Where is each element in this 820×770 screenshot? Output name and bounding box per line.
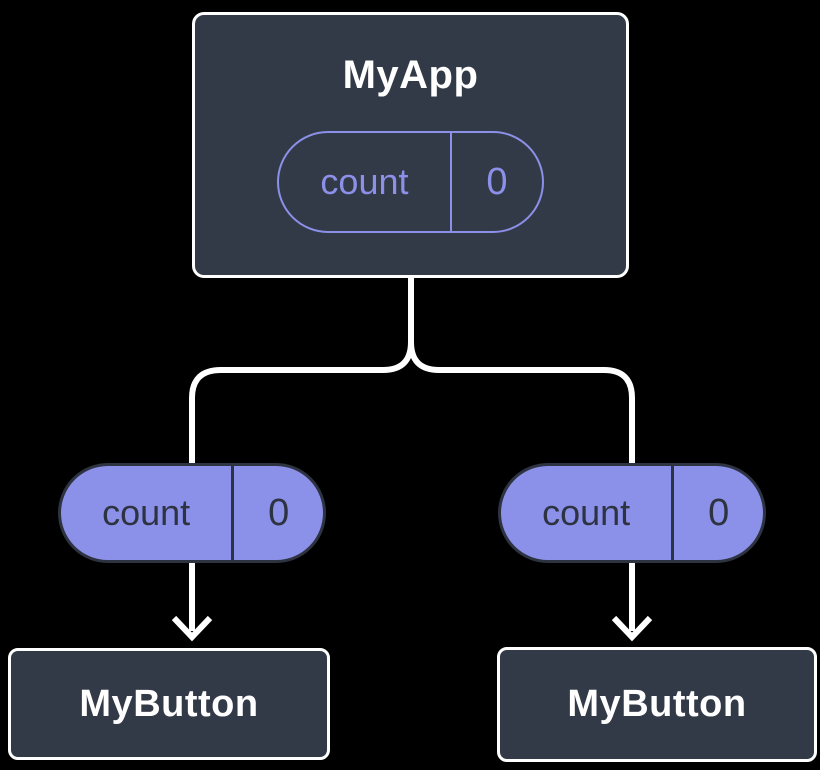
arrow-right-head-icon (611, 615, 653, 642)
prop-pill-left-name: count (61, 466, 235, 560)
connector-right-branch (408, 276, 635, 466)
root-component-title: MyApp (342, 53, 479, 97)
root-state-pill: count 0 (277, 131, 544, 233)
arrow-left-head-icon (171, 615, 213, 642)
prop-pill-left-value: 0 (268, 491, 290, 534)
root-state-pill-value: 0 (486, 160, 508, 203)
root-state-pill-name: count (279, 133, 452, 231)
prop-pill-right-value: 0 (708, 491, 730, 534)
child-component-card-left: MyButton (8, 648, 330, 760)
prop-pill-left: count 0 (58, 463, 326, 563)
child-component-card-right: MyButton (497, 647, 817, 762)
prop-pill-right: count 0 (498, 463, 766, 563)
prop-pill-right-name: count (501, 466, 675, 560)
connector-left-branch (189, 276, 414, 466)
root-component-card: MyApp count 0 (192, 12, 629, 278)
